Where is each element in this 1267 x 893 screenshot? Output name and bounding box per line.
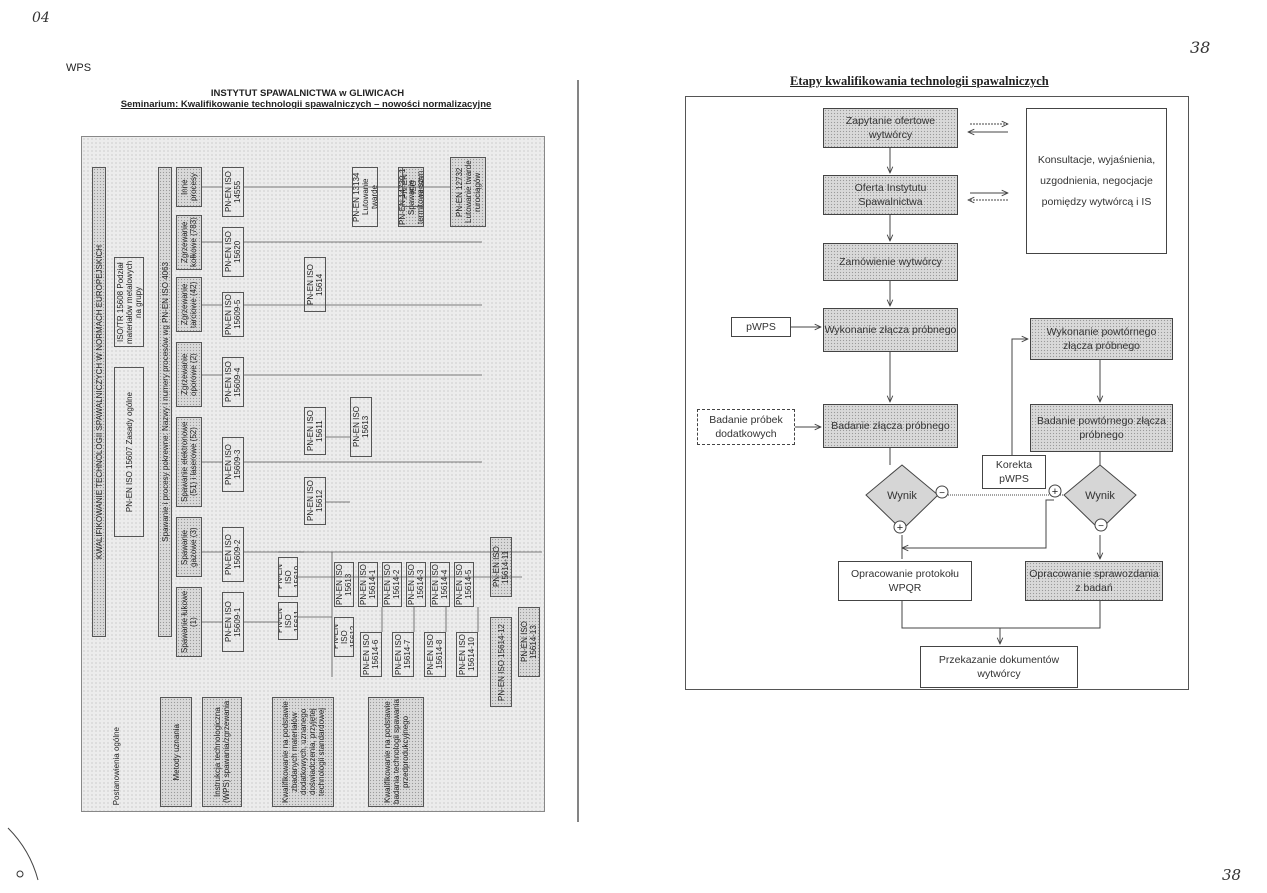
box-badanie-probek: Badanie próbek dodatkowych: [697, 409, 795, 445]
wps-norm-1: PN-EN ISO 15609-1: [222, 592, 244, 652]
box-zapytanie: Zapytanie ofertowe wytwórcy: [823, 108, 958, 148]
box-korekta: Korekta pWPS: [982, 455, 1046, 489]
box-opracowanie-wpqr: Opracowanie protokołu WPQR: [838, 561, 972, 601]
row-label-qualification: Kwalifikowanie na podstawie zbadanych ma…: [272, 697, 334, 807]
test-norm-8: PN-EN ISO 15614-4: [430, 562, 450, 607]
box-oferta: Oferta Instytutu Spawalnictwa: [823, 175, 958, 215]
box-opracowanie-sprawozdania: Opracowanie sprawozdania z badań: [1025, 561, 1163, 601]
mid-norm-2: PN-EN ISO 15611: [304, 407, 326, 455]
process-beam: Spawanie elektronowe (51) i laserowe (52…: [176, 417, 202, 507]
mid-norm-4: PN-EN ISO 15614: [304, 257, 326, 312]
wps-norm-8: PN-EN 13134 Lutowanie twarde: [352, 167, 378, 227]
process-header: Spawanie i procesy pokrewne: Nazwy i num…: [158, 167, 172, 637]
test-norm-12: PN-EN ISO 15614-8: [424, 632, 446, 677]
row-label-wps: Instrukcja technologiczna (WPS) spawania…: [202, 697, 242, 807]
diamond-wynik-1: Wynik: [887, 490, 917, 502]
box-zamowienie: Zamówienie wytwórcy: [823, 243, 958, 281]
test-norm-16: PN-EN ISO 15614-13: [518, 607, 540, 677]
box-badanie-powtorne: Badanie powtórnego złącza próbnego: [1030, 404, 1173, 452]
box-badanie: Badanie złącza próbnego: [823, 404, 958, 448]
norms-diagram: Postanowienia ogólne Metody uznania Inst…: [81, 136, 545, 812]
process-arc: Spawanie łukowe (1): [176, 587, 202, 657]
wps-label: WPS: [66, 62, 92, 74]
mid-norm-1: PN-EN ISO 15612: [304, 477, 326, 525]
wps-norm-7: PN-EN ISO 14555: [222, 167, 244, 217]
test-norm-3: PN-EN ISO 15612: [334, 617, 354, 657]
test-norm-7: PN-EN ISO 15614-3: [406, 562, 426, 607]
row-label-methods: Metody uznania: [160, 697, 192, 807]
diagram-banner: KWALIFIKOWANIE TECHNOLOGII SPAWALNICZYCH…: [92, 167, 106, 637]
box-pwps: pWPS: [731, 317, 791, 337]
box-wykonanie-powtorne: Wykonanie powtórnego złącza próbnego: [1030, 318, 1173, 360]
institute-title: INSTYTUT SPAWALNICTWA w GLIWICACH: [210, 88, 405, 99]
test-norm-6: PN-EN ISO 15614-2: [382, 562, 402, 607]
corner-mark-bottom-right: 38: [1222, 866, 1242, 884]
sign-minus-2: −: [1098, 521, 1104, 532]
process-gas: Spawanie gazowe (3): [176, 517, 202, 577]
diamond-wynik-2: Wynik: [1085, 490, 1115, 502]
test-norm-9: PN-EN ISO 15614-5: [454, 562, 474, 607]
wps-norm-3: PN-EN ISO 15609-3: [222, 437, 244, 492]
seminar-title: Seminarium: Kwalifikowanie technologii s…: [120, 99, 492, 110]
test-norm-11: PN-EN ISO 15614-7: [392, 632, 414, 677]
corner-mark-top-right: 38: [1190, 38, 1211, 57]
process-stud: Zgrzewanie kołkowe (783): [176, 215, 202, 270]
test-norm-10: PN-EN ISO 15614-6: [360, 632, 382, 677]
wps-norm-4: PN-EN ISO 15609-4: [222, 357, 244, 407]
box-konsultacje: Konsultacje, wyjaśnienia, uzgodnienia, n…: [1026, 108, 1167, 254]
general-norm-15608: ISO/TR 15608 Podział materiałów metalowy…: [114, 257, 144, 347]
process-other: Inne procesy: [176, 167, 202, 207]
wps-norm-10: PN-EN 12732 Lutowanie twarde rurociągów: [450, 157, 486, 227]
wps-norm-5: PN-EN ISO 15609-5: [222, 292, 244, 337]
process-resistance: Zgrzewanie oporowe (2): [176, 342, 202, 407]
test-norm-5: PN-EN ISO 15614-1: [358, 562, 378, 607]
test-norm-4: PN-EN ISO 15613: [334, 562, 354, 607]
test-norm-15: PN-EN ISO 15614-12: [490, 617, 512, 707]
sign-plus-1: +: [897, 522, 903, 534]
flowchart-title: Etapy kwalifikowania technologii spawaln…: [790, 74, 1049, 88]
test-norm-1: PN-EN ISO 15610: [278, 557, 298, 597]
box-przekazanie: Przekazanie dokumentów wytwórcy: [920, 646, 1078, 688]
wps-norm-6: PN-EN ISO 15620: [222, 227, 244, 277]
general-norm-15607: PN-EN ISO 15607 Zasady ogólne: [114, 367, 144, 537]
wps-norm-2: PN-EN ISO 15609-2: [222, 527, 244, 582]
row-label-preproduction: Kwalifikowanie na podstawie badania tech…: [368, 697, 424, 807]
process-friction: Zgrzewanie tarciowe (42): [176, 277, 202, 332]
mid-norm-3: PN-EN ISO 15613: [350, 397, 372, 457]
diagram-connectors: [202, 186, 542, 677]
flowchart-frame: [685, 96, 1189, 690]
sign-plus-2: +: [1052, 486, 1058, 498]
sign-minus-1: −: [939, 488, 945, 499]
test-norm-13: PN-EN ISO 15614-10: [456, 632, 478, 677]
box-wykonanie: Wykonanie złącza próbnego: [823, 308, 958, 352]
test-norm-2: PN-EN ISO 15611: [278, 602, 298, 640]
corner-mark-top-left: 04: [32, 10, 50, 26]
